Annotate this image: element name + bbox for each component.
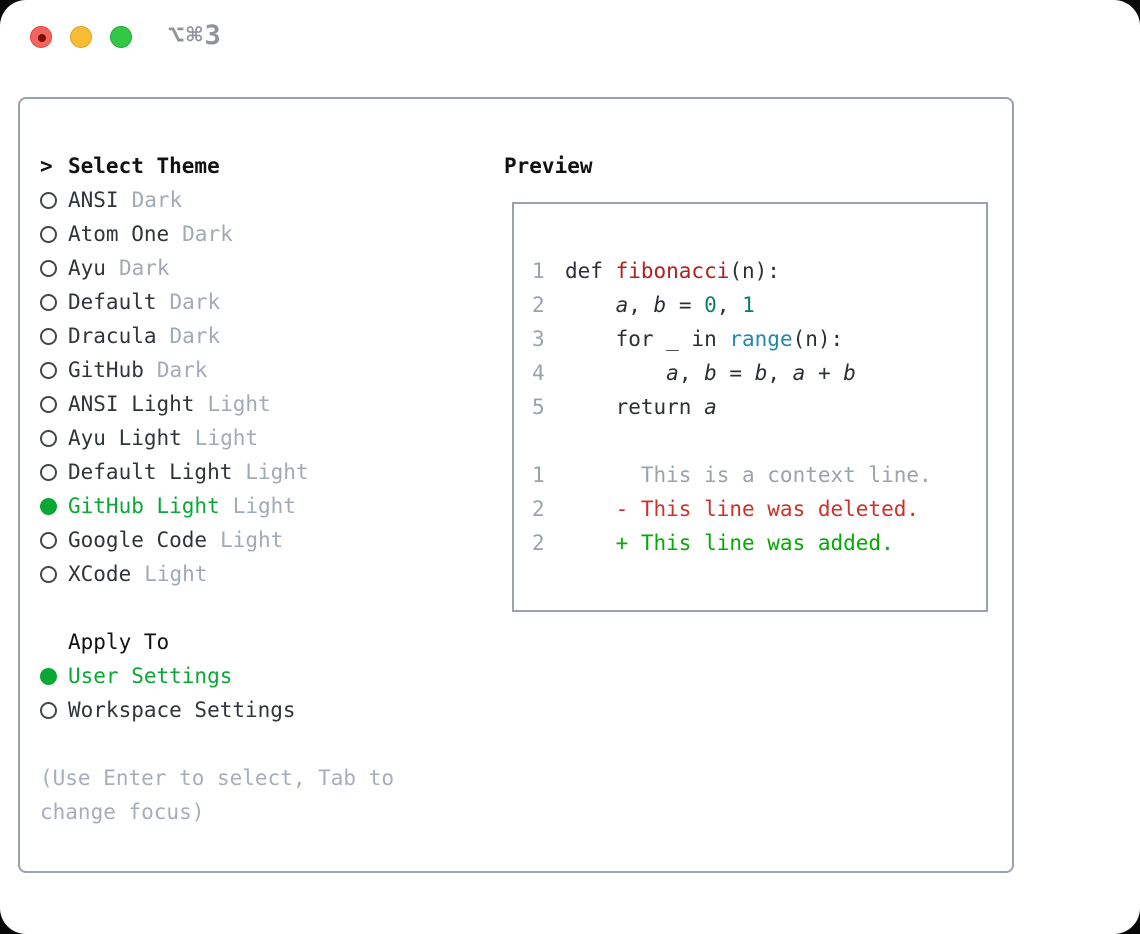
code-line: 3 for _ in range(n): <box>532 322 968 356</box>
theme-option-ansi-light[interactable]: ANSI Light Light <box>40 387 500 421</box>
radio-icon <box>40 701 57 719</box>
theme-variant-tag: Light <box>144 562 208 586</box>
theme-variant-tag: Dark <box>156 358 208 382</box>
theme-option-ansi[interactable]: ANSI Dark <box>40 183 500 217</box>
preview-title: Preview <box>504 154 593 178</box>
option-label: Dracula <box>68 324 157 348</box>
line-number: 5 <box>532 395 545 419</box>
code-text: a, b = 0, 1 <box>615 293 755 317</box>
radio-icon <box>40 259 57 277</box>
code-text: + This line was added. <box>565 531 894 555</box>
option-label: Google Code <box>68 528 208 552</box>
line-number: 2 <box>532 497 545 521</box>
line-number: 3 <box>532 327 545 351</box>
select-theme-title: Select Theme <box>68 154 220 178</box>
radio-icon <box>40 429 57 447</box>
apply-to-title: Apply To <box>68 630 170 654</box>
code-text: a, b = b, a + b <box>666 361 856 385</box>
code-line <box>532 424 968 458</box>
theme-option-atom-one[interactable]: Atom One Dark <box>40 217 500 251</box>
radio-selected-icon <box>40 497 57 515</box>
code-line: 2 a, b = 0, 1 <box>532 288 968 322</box>
option-label: ANSI Light <box>68 392 195 416</box>
line-number: 1 <box>532 463 545 487</box>
theme-variant-tag: Dark <box>182 222 233 246</box>
window-shortcut-label: ⌥⌘3 <box>168 20 223 51</box>
theme-option-ayu-light[interactable]: Ayu Light Light <box>40 421 500 455</box>
theme-option-dracula[interactable]: Dracula Dark <box>40 319 500 353</box>
option-label: Default <box>68 290 157 314</box>
theme-option-default[interactable]: Default Dark <box>40 285 500 319</box>
option-label: Ayu Light <box>68 426 182 450</box>
zoom-button[interactable] <box>110 26 132 48</box>
theme-variant-tag: Light <box>207 392 271 416</box>
line-number: 2 <box>532 293 545 317</box>
code-text: - This line was deleted. <box>565 497 920 521</box>
code-text: return a <box>565 395 717 419</box>
code-line: 5 return a <box>532 390 968 424</box>
radio-icon <box>40 225 57 243</box>
code-text: This is a context line. <box>565 463 932 487</box>
titlebar: ⌥⌘3 <box>0 0 1140 97</box>
close-button[interactable] <box>30 26 52 48</box>
code-line: 4 a, b = b, a + b <box>532 356 968 390</box>
theme-variant-tag: Dark <box>131 188 183 212</box>
code-line: 2 + This line was added. <box>532 526 968 560</box>
theme-option-github-light[interactable]: GitHub Light Light <box>40 489 500 523</box>
theme-option-google-code[interactable]: Google Code Light <box>40 523 500 557</box>
theme-variant-tag: Light <box>194 426 259 450</box>
theme-option-github[interactable]: GitHub Dark <box>40 353 500 387</box>
radio-icon <box>40 395 57 413</box>
line-number: 2 <box>532 531 545 555</box>
option-label: GitHub Light <box>68 494 220 518</box>
radio-icon <box>40 531 57 549</box>
radio-icon <box>40 361 57 379</box>
line-number: 1 <box>532 259 545 283</box>
option-label: XCode <box>68 562 132 586</box>
theme-variant-tag: Light <box>232 494 296 518</box>
select-theme-header: > Select Theme <box>40 149 500 183</box>
theme-option-default-light[interactable]: Default Light Light <box>40 455 500 489</box>
theme-variant-tag: Dark <box>169 324 221 348</box>
traffic-lights <box>30 26 132 48</box>
keyboard-hint: (Use Enter to select, Tab to change focu… <box>40 766 395 824</box>
prompt-caret-icon: > <box>40 154 53 178</box>
option-label: ANSI <box>68 188 119 212</box>
option-label: Atom One <box>68 222 170 246</box>
radio-icon <box>40 293 57 311</box>
theme-variant-tag: Dark <box>118 256 170 280</box>
theme-option-xcode[interactable]: XCode Light <box>40 557 500 591</box>
radio-icon <box>40 463 57 481</box>
theme-variant-tag: Light <box>220 528 284 552</box>
option-label: Ayu <box>68 256 106 280</box>
code-line: 2 - This line was deleted. <box>532 492 968 526</box>
option-label: User Settings <box>68 664 233 688</box>
radio-selected-icon <box>40 667 57 685</box>
apply-option-workspace-settings[interactable]: Workspace Settings <box>40 693 500 727</box>
theme-variant-tag: Light <box>245 460 309 484</box>
line-number: 4 <box>532 361 545 385</box>
option-label: GitHub <box>68 358 144 382</box>
code-line: 1 def fibonacci(n): <box>532 254 968 288</box>
minimize-button[interactable] <box>70 26 92 48</box>
radio-icon <box>40 565 57 583</box>
radio-icon <box>40 191 57 209</box>
code-line: 1 This is a context line. <box>532 458 968 492</box>
option-label: Workspace Settings <box>68 698 296 722</box>
theme-option-ayu[interactable]: Ayu Dark <box>40 251 500 285</box>
theme-variant-tag: Dark <box>169 290 221 314</box>
code-text: def fibonacci(n): <box>565 259 780 283</box>
code-text: for _ in range(n): <box>565 327 844 351</box>
radio-icon <box>40 327 57 345</box>
apply-option-user-settings[interactable]: User Settings <box>40 659 500 693</box>
option-label: Default Light <box>68 460 233 484</box>
